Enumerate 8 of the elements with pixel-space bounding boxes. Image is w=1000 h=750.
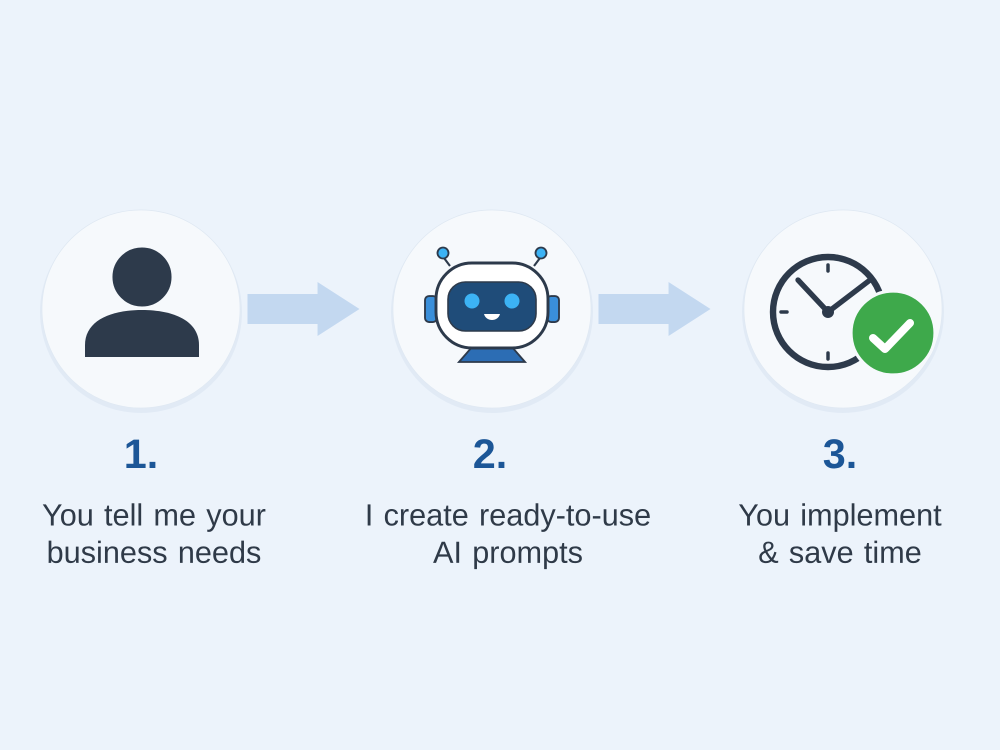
step-description: I create ready-to-use AI prompts xyxy=(368,503,650,570)
step-number: 1. xyxy=(126,440,156,468)
step-description: You implement & save time xyxy=(738,503,942,564)
arrow xyxy=(598,282,711,336)
step-number: 2. xyxy=(474,439,504,468)
arrow xyxy=(247,282,360,336)
step-description: You tell me your business needs xyxy=(42,503,266,564)
step-number: 3. xyxy=(824,439,854,468)
